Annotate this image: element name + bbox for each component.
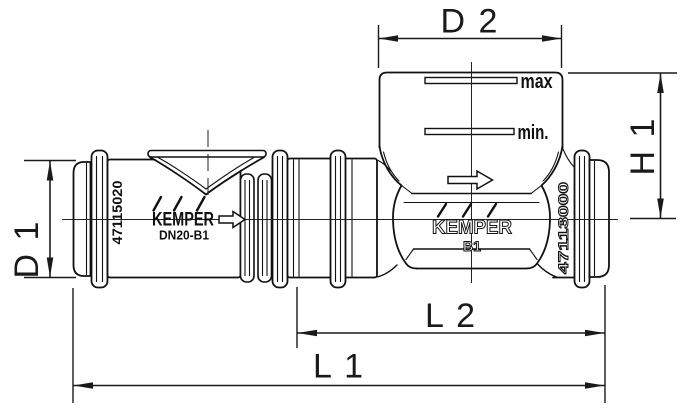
max-label: max [521, 71, 553, 93]
arrowhead [73, 382, 93, 389]
flow-direction-arrow-left-icon [218, 210, 247, 229]
dimension-l1 [72, 285, 606, 403]
dimension-h1 [568, 72, 677, 220]
arrowhead [378, 35, 398, 42]
engraving-slashes-right [436, 202, 498, 218]
min-label: min. [518, 122, 549, 144]
right-model-text: B1 [463, 238, 481, 254]
arrowhead [46, 161, 54, 181]
centerlines [62, 62, 618, 283]
left-brand-text: KEMPER [152, 210, 214, 231]
arrowhead [542, 35, 562, 42]
engraving-slashes-left [152, 195, 206, 212]
dimension-d2 [377, 25, 563, 68]
dim-d1-label: D 1 [8, 220, 46, 279]
chamber-right-wall [525, 184, 551, 270]
arrowhead [297, 329, 317, 337]
dimension-l2 [296, 287, 605, 348]
dim-l1-label: L 1 [313, 348, 365, 386]
arrowhead [585, 382, 605, 389]
right-article-number: 47113000 [555, 182, 571, 274]
dim-h1-label: H 1 [624, 117, 662, 176]
dim-d2-label: D 2 [441, 3, 500, 41]
left-article-number: 47115020 [110, 181, 125, 245]
dim-l2-label: L 2 [425, 297, 477, 335]
dimension-d1 [24, 159, 76, 279]
right-pipe-end [588, 159, 610, 278]
right-brand-text: KEMPER [432, 218, 512, 239]
arrowhead [585, 329, 605, 337]
arrowhead [657, 198, 664, 218]
left-fitting-markings: KEMPER DN20-B1 47115020 [110, 181, 247, 245]
coupling-rings [239, 173, 273, 283]
right-fitting-markings: KEMPER B1 47113000 max min. [432, 71, 572, 275]
min-level-slot [424, 127, 515, 136]
arrowhead [46, 257, 54, 277]
arrowhead [657, 73, 664, 93]
funnel-marking [147, 149, 267, 196]
left-model-text: DN20-B1 [159, 229, 209, 243]
flow-direction-arrow-right-icon [447, 169, 494, 191]
chamber-left-wall [392, 184, 418, 270]
